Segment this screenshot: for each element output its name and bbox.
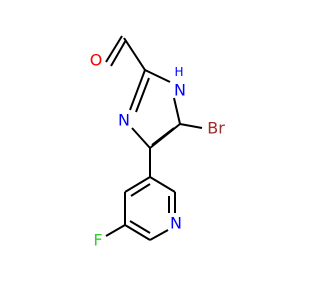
bond-n1-c5 <box>173 97 181 125</box>
bond-c-o-double-1 <box>105 35 123 63</box>
bond-c5-br <box>179 123 203 129</box>
imidazole-nh-h-label: H <box>174 65 183 79</box>
bond-c5-c4-inner <box>151 127 175 146</box>
pyridine-ring <box>124 176 176 241</box>
bond-n3-c2 <box>129 69 146 111</box>
bond-c5p-f <box>105 224 126 237</box>
bond-cho-c2 <box>123 37 146 71</box>
bond-c4p-c3p-inner <box>130 183 151 197</box>
fluorine-atom-label: F <box>93 231 102 250</box>
imidazole-nh-n-label: N <box>174 81 186 100</box>
bond-c3p-c2p <box>149 176 176 193</box>
bond-c6p-c5p <box>124 224 151 241</box>
bond-c2-n1 <box>144 69 171 83</box>
bond-c-o-double-2 <box>110 39 127 67</box>
bond-c4p-c3p <box>124 176 151 193</box>
bond-n1p-c6p <box>149 229 169 241</box>
molecule-structure: O N H N Br N F <box>89 35 226 250</box>
aldehyde-group <box>105 35 146 71</box>
oxygen-atom-label: O <box>90 51 103 70</box>
bromine-atom-label: Br <box>207 119 225 138</box>
imidazole-n-label: N <box>118 111 130 130</box>
bond-c4-n3 <box>131 127 151 149</box>
imidazole-ring <box>129 69 181 149</box>
bond-n3-c2-inner <box>135 77 150 113</box>
bond-c6p-c5p-inner <box>129 220 151 234</box>
pyridine-n-label: N <box>170 214 182 233</box>
